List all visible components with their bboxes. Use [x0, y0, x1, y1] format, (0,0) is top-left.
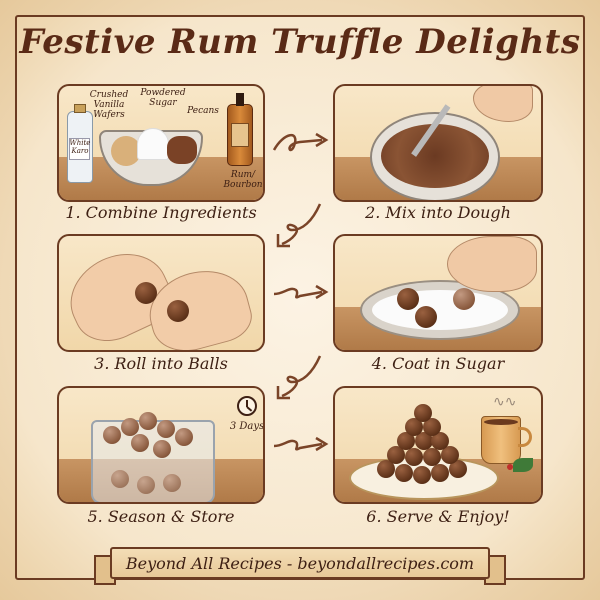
pecans-pile-icon [167, 136, 197, 164]
truffle-ball-icon [423, 448, 441, 466]
truffle-ball-icon [415, 432, 433, 450]
sugared-truffle-icon [453, 288, 475, 310]
step-5-panel: 3 Days [57, 386, 265, 504]
karo-bottle-icon [67, 104, 93, 183]
timer-label: 3 Days [229, 421, 265, 432]
step-6-caption: 6. Serve & Enjoy! [366, 507, 510, 526]
truffle-ball-icon [395, 464, 413, 482]
truffle-ball-icon [175, 428, 193, 446]
step-5-caption: 5. Season & Store [87, 507, 235, 526]
footer-banner: Beyond All Recipes - beyondallrecipes.co… [110, 547, 490, 579]
dough-icon [381, 124, 489, 188]
truffle-ball-icon [449, 460, 467, 478]
truffle-ball-icon [153, 440, 171, 458]
curly-arrow-right-icon [273, 284, 329, 300]
truffle-ball-icon [111, 470, 129, 488]
truffle-ball-icon [131, 434, 149, 452]
footer-banner-text[interactable]: Beyond All Recipes - beyondallrecipes.co… [125, 553, 475, 573]
truffle-ball-icon [413, 466, 431, 484]
truffle-ball-icon [405, 418, 423, 436]
truffle-ball-icon [397, 288, 419, 310]
truffle-ball-icon [387, 446, 405, 464]
step-4-panel [333, 234, 543, 352]
step-3-caption: 3. Roll into Balls [94, 354, 228, 373]
truffle-ball-icon [431, 432, 449, 450]
truffle-ball-icon [405, 448, 423, 466]
page-title: Festive Rum Truffle Delights [19, 22, 581, 62]
truffle-ball-icon [377, 460, 395, 478]
truffle-ball-icon [121, 418, 139, 436]
pecans-label: Pecans [187, 106, 219, 116]
truffle-ball-icon [415, 306, 437, 328]
steam-icon: ∿∿ [493, 394, 517, 410]
curly-arrow-down-left-icon [276, 203, 322, 248]
truffle-ball-icon [414, 404, 432, 422]
truffle-ball-icon [167, 300, 189, 322]
truffle-ball-icon [441, 446, 459, 464]
truffle-ball-icon [157, 420, 175, 438]
hand-icon [473, 86, 533, 122]
truffle-ball-icon [431, 464, 449, 482]
truffle-ball-icon [163, 474, 181, 492]
rum-bottle-icon [227, 93, 253, 166]
curly-arrow-right-icon [273, 436, 329, 452]
curly-arrow-right-icon [272, 132, 329, 152]
rum-label: Rum/Bourbon [223, 170, 263, 190]
truffle-ball-icon [103, 426, 121, 444]
step-2-panel [333, 84, 543, 202]
step-3-panel [57, 234, 265, 352]
curly-arrow-down-left-icon [276, 355, 322, 400]
hand-icon [447, 236, 537, 292]
coffee-mug-icon [481, 416, 532, 464]
holly-icon [507, 458, 533, 472]
truffle-ball-icon [423, 418, 441, 436]
truffle-ball-icon [397, 432, 415, 450]
step-2-caption: 2. Mix into Dough [365, 203, 511, 222]
truffle-ball-icon [137, 476, 155, 494]
wafers-pile-icon [111, 136, 141, 166]
clock-icon [237, 396, 257, 416]
step-1-caption: 1. Combine Ingredients [65, 203, 257, 222]
sugar-pile-icon [137, 128, 169, 160]
step-4-caption: 4. Coat in Sugar [371, 354, 505, 373]
truffle-ball-icon [135, 282, 157, 304]
truffle-ball-icon [139, 412, 157, 430]
step-6-panel: ∿∿ [333, 386, 543, 504]
sugar-plate-icon [360, 280, 520, 340]
